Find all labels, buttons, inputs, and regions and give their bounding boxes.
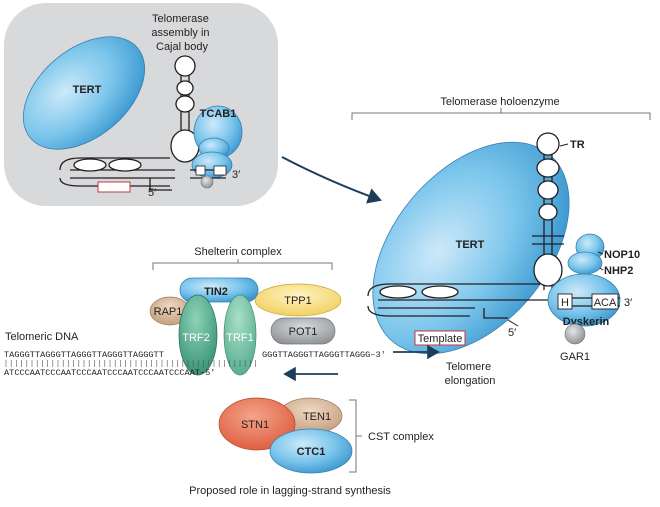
assembly-title-line-2: assembly in	[151, 27, 209, 39]
assembly-h-box	[195, 165, 206, 176]
template-box-assembly	[97, 181, 131, 193]
dna-top-strand-right: GGGTTAGGGTTAGGGTTAGGG–3′	[262, 350, 386, 360]
pot1-shape	[270, 317, 336, 345]
template-label: Template	[418, 333, 463, 345]
template-box	[414, 330, 466, 346]
stn1-shape	[218, 397, 296, 451]
holoenzyme-5prime: 5′	[508, 327, 516, 339]
h-box	[557, 293, 573, 310]
ctc1-label: CTC1	[297, 446, 326, 458]
tpp1-shape	[254, 283, 342, 317]
aca-box-label: ACA	[594, 297, 617, 309]
shelterin-title: Shelterin complex	[194, 246, 282, 258]
nhp2-label: NHP2	[604, 265, 633, 277]
dyskerin-shape	[547, 273, 621, 327]
tert-holoenzyme-label: TERT	[456, 239, 485, 251]
holoenzyme-title: Telomerase holoenzyme	[440, 96, 559, 108]
tr-rna-holoenzyme	[367, 132, 564, 319]
assembly-title: Telomerase assembly in Cajal body	[151, 13, 212, 53]
tin2-label: TIN2	[204, 286, 228, 298]
assembly-gar1-shape	[200, 175, 214, 189]
shelterin-bracket	[152, 259, 333, 270]
tr-rna-assembly	[59, 55, 200, 191]
elongation-line-1: Telomere	[446, 361, 491, 373]
nop10-label: NOP10	[604, 249, 640, 261]
tcab1-label: TCAB1	[200, 108, 237, 120]
ten1-label: TEN1	[303, 411, 331, 423]
assembly-title-line-3: Cajal body	[156, 41, 208, 53]
ctc1-shape	[269, 428, 353, 474]
trf2-label: TRF2	[182, 332, 210, 344]
aca-box	[591, 293, 619, 310]
nhp2-shape	[567, 251, 603, 275]
assembly-title-line-1: Telomerase	[152, 13, 209, 25]
assembly-3prime: 3′	[232, 169, 240, 181]
tpp1-label: TPP1	[284, 295, 312, 307]
dna-bottom-strand: ATCCCAATCCCAATCCCAATCCCAATCCCAATCCCAAT–5…	[4, 368, 215, 378]
cst-caption: Proposed role in lagging-strand synthesi…	[189, 485, 391, 497]
trf1-shape	[223, 294, 257, 376]
holoenzyme-bracket	[351, 108, 651, 120]
dna-base-pair-ticks	[5, 360, 256, 367]
tert-assembly-shape	[22, 36, 146, 150]
gar1-shape	[564, 323, 586, 345]
assembly-5prime: 5′	[148, 187, 156, 199]
dna-top-strand-left: TAGGGTTAGGGTTAGGGTTAGGGTTAGGGTT	[4, 350, 164, 360]
assembly-to-holoenzyme-arrow	[281, 156, 382, 204]
gar1-label: GAR1	[560, 351, 590, 363]
rap1-label: RAP1	[154, 306, 183, 318]
telomeric-dna-label: Telomeric DNA	[5, 331, 79, 343]
stn1-label: STN1	[241, 419, 269, 431]
holoenzyme-3prime: 3′	[624, 297, 632, 309]
tr-label: TR	[570, 139, 585, 151]
trf2-shape	[178, 294, 218, 376]
h-box-label: H	[561, 297, 569, 309]
trf1-label: TRF1	[226, 332, 254, 344]
elongation-label: Telomere elongation	[445, 361, 496, 387]
pot1-label: POT1	[289, 326, 318, 338]
cst-bracket	[349, 399, 362, 473]
assembly-aca-box	[213, 165, 227, 176]
tert-assembly-label: TERT	[73, 84, 102, 96]
cst-title: CST complex	[368, 431, 434, 443]
elongation-line-2: elongation	[445, 375, 496, 387]
